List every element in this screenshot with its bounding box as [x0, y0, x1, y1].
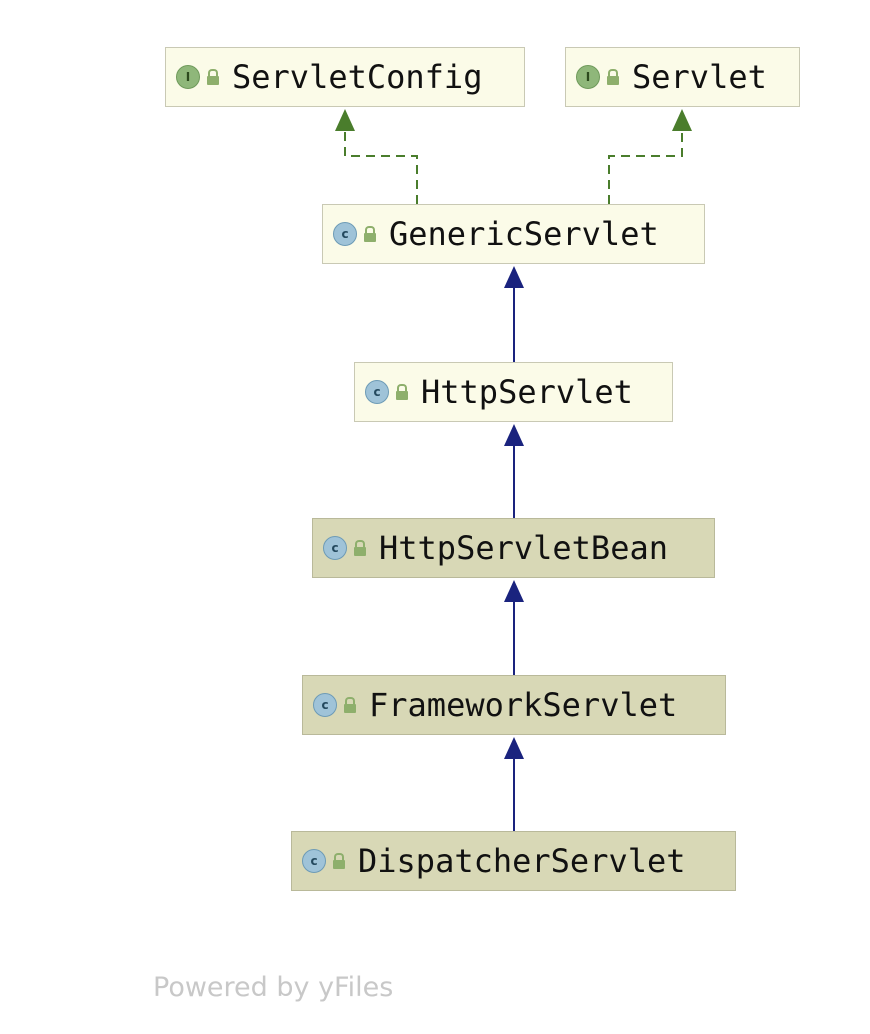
class-icon: c	[323, 536, 347, 560]
extends-arrowhead	[504, 424, 524, 446]
powered-by-footer: Powered by yFiles	[153, 972, 394, 1003]
node-dispatcherservlet[interactable]: c DispatcherServlet	[291, 831, 736, 891]
node-label: HttpServletBean	[379, 529, 668, 567]
node-genericservlet[interactable]: c GenericServlet	[322, 204, 705, 264]
implements-arrowhead	[672, 109, 692, 131]
interface-icon: I	[576, 65, 600, 89]
interface-icon: I	[176, 65, 200, 89]
node-httpservlet[interactable]: c HttpServlet	[354, 362, 673, 422]
node-servletconfig[interactable]: I ServletConfig	[165, 47, 525, 107]
public-lock-icon	[353, 540, 367, 556]
extends-arrowhead	[504, 737, 524, 759]
class-icon: c	[302, 849, 326, 873]
class-icon: c	[365, 380, 389, 404]
node-label: HttpServlet	[421, 373, 633, 411]
public-lock-icon	[363, 226, 377, 242]
node-label: Servlet	[632, 58, 767, 96]
extends-arrowhead	[504, 266, 524, 288]
node-frameworkservlet[interactable]: c FrameworkServlet	[302, 675, 726, 735]
node-servlet[interactable]: I Servlet	[565, 47, 800, 107]
node-label: FrameworkServlet	[369, 686, 678, 724]
node-label: DispatcherServlet	[358, 842, 686, 880]
public-lock-icon	[395, 384, 409, 400]
node-label: ServletConfig	[232, 58, 483, 96]
extends-arrowhead	[504, 580, 524, 602]
implements-edge	[344, 129, 418, 204]
public-lock-icon	[343, 697, 357, 713]
public-lock-icon	[606, 69, 620, 85]
node-httpservletbean[interactable]: c HttpServletBean	[312, 518, 715, 578]
implements-edge	[608, 129, 683, 204]
edges-layer	[335, 109, 692, 831]
public-lock-icon	[206, 69, 220, 85]
node-label: GenericServlet	[389, 215, 659, 253]
class-icon: c	[313, 693, 337, 717]
class-icon: c	[333, 222, 357, 246]
public-lock-icon	[332, 853, 346, 869]
implements-arrowhead	[335, 109, 355, 131]
